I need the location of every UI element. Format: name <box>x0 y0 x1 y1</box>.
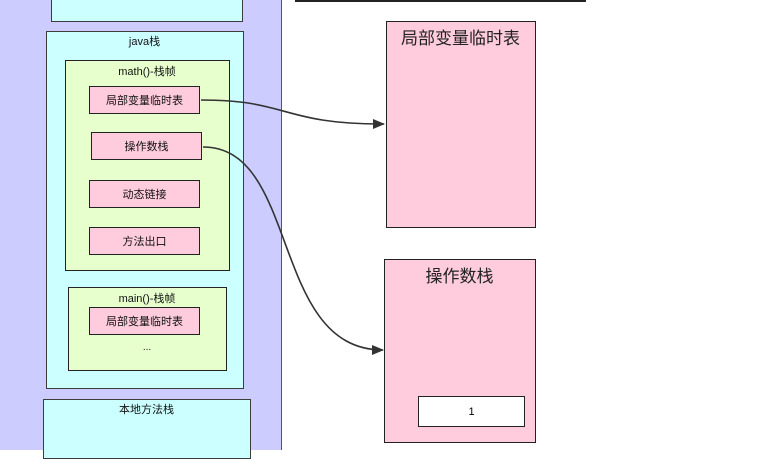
upper-region-box <box>51 0 243 22</box>
native-stack-title: 本地方法栈 <box>119 404 174 416</box>
arrow-operand-stack <box>202 146 384 355</box>
local-var-table-detail: 局部变量临时表 <box>386 21 536 228</box>
main-local-var-table-cell: 局部变量临时表 <box>89 307 200 335</box>
math-dynamic-link-cell: 动态链接 <box>89 180 200 208</box>
native-method-stack: 本地方法栈 <box>43 399 251 459</box>
operand-stack-value: 1 <box>418 396 525 427</box>
main-frame-title: main()-栈帧 <box>118 293 176 305</box>
operand-stack-title: 操作数栈 <box>425 267 494 286</box>
arrow-local-var-table <box>200 99 385 129</box>
java-stack-title: java栈 <box>128 36 161 48</box>
math-frame-title: math()-栈帧 <box>118 66 176 78</box>
math-operand-stack-cell: 操作数栈 <box>91 132 202 160</box>
main-frame-ellipsis: ... <box>142 342 152 353</box>
math-method-exit-cell: 方法出口 <box>89 227 200 255</box>
top-divider-line <box>295 0 586 2</box>
math-local-var-table-cell: 局部变量临时表 <box>89 86 200 114</box>
local-var-table-title: 局部变量临时表 <box>401 29 520 48</box>
